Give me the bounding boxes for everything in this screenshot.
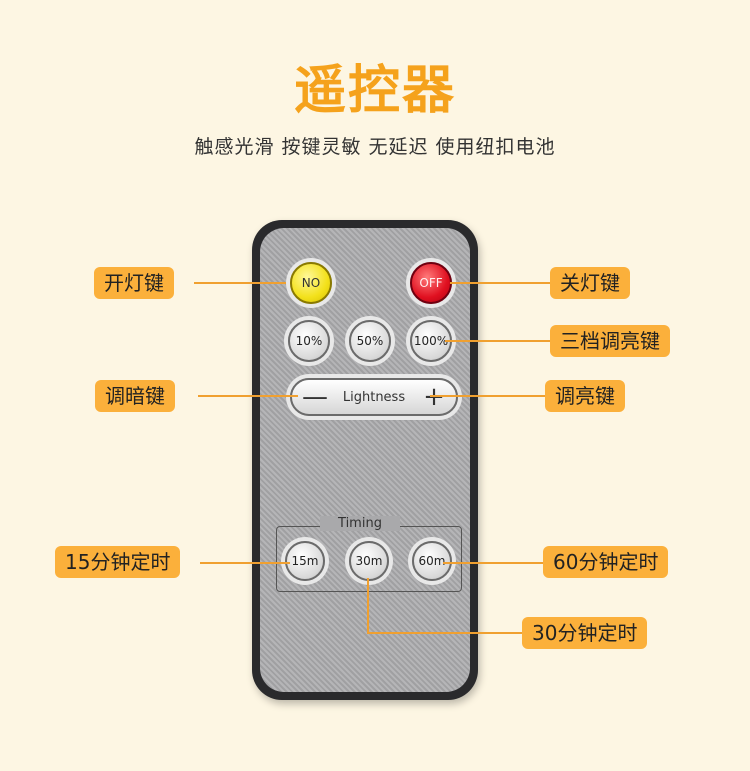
callout-light-on: 开灯键	[94, 267, 174, 299]
callout-dim: 调暗键	[95, 380, 175, 412]
timer-15m-label: 15m	[291, 554, 319, 568]
callout-line-light-on	[194, 282, 286, 284]
timer-60m-button[interactable]: 60m	[412, 541, 452, 581]
brightness-10-button[interactable]: 10%	[288, 320, 330, 362]
callout-timer-15: 15分钟定时	[55, 546, 181, 578]
lightness-control: — Lightness +	[290, 378, 458, 416]
callout-line-timer-30-vertical	[367, 578, 369, 633]
timer-15m-button[interactable]: 15m	[285, 541, 325, 581]
timing-label: Timing	[320, 516, 400, 531]
brightness-10-label: 10%	[295, 334, 323, 348]
timer-60m-label: 60m	[418, 554, 446, 568]
callout-line-three-level	[445, 340, 550, 342]
callout-line-timer-15	[200, 562, 290, 564]
brightness-50-label: 50%	[356, 334, 384, 348]
callout-line-timer-60	[443, 562, 543, 564]
light-off-button-label: OFF	[419, 276, 443, 290]
callout-brighten: 调亮键	[545, 380, 625, 412]
timer-30m-button[interactable]: 30m	[349, 541, 389, 581]
callout-timer-60: 60分钟定时	[543, 546, 669, 578]
lightness-label: Lightness	[342, 389, 406, 405]
remote-control: NO OFF 10% 50% 100% — Lightness + Timing…	[252, 220, 478, 700]
timer-30m-label: 30m	[355, 554, 383, 568]
page-title: 遥控器	[293, 61, 456, 121]
light-off-button[interactable]: OFF	[410, 262, 452, 304]
callout-line-brighten	[430, 395, 545, 397]
light-on-button-label: NO	[301, 276, 321, 290]
callout-line-timer-30-horizontal	[367, 632, 522, 634]
lightness-plus-button[interactable]: +	[423, 382, 445, 412]
callout-light-off: 关灯键	[550, 267, 630, 299]
light-on-button[interactable]: NO	[290, 262, 332, 304]
lightness-minus-button[interactable]: —	[302, 382, 328, 412]
page-subtitle: 触感光滑 按键灵敏 无延迟 使用纽扣电池	[194, 136, 556, 158]
remote-face: NO OFF 10% 50% 100% — Lightness + Timing…	[260, 228, 470, 692]
callout-timer-30: 30分钟定时	[522, 617, 648, 649]
callout-line-light-off	[450, 282, 550, 284]
callout-line-dim	[198, 395, 298, 397]
callout-three-level: 三档调亮键	[550, 325, 670, 357]
brightness-50-button[interactable]: 50%	[349, 320, 391, 362]
brightness-100-label: 100%	[413, 334, 449, 348]
